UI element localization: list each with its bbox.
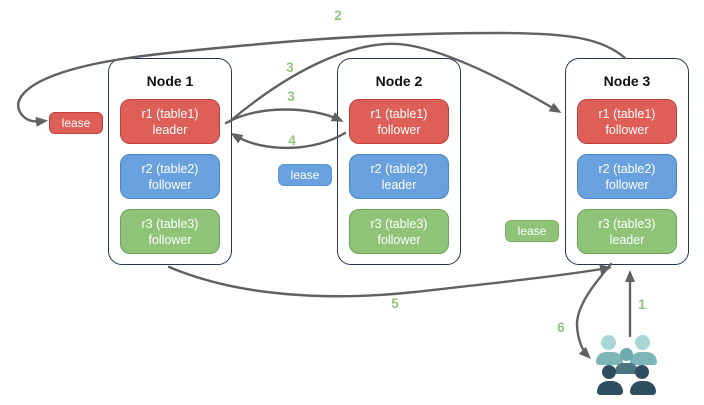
replica-role: leader — [609, 232, 645, 247]
replica-name: r2 (table2) — [141, 161, 199, 176]
node-2-box: Node 2 r1 (table1) follower r2 (table2) … — [337, 58, 461, 265]
node-3-box: Node 3 r1 (table1) follower r2 (table2) … — [565, 58, 689, 265]
replica-name: r1 (table1) — [370, 106, 428, 121]
step-label-1: 1 — [638, 297, 646, 312]
node-1-replica-r1: r1 (table1) leader — [120, 99, 220, 144]
user-head — [620, 348, 633, 361]
replica-role: leader — [381, 177, 417, 192]
replica-role: follower — [148, 232, 192, 247]
step-label-3-long: 3 — [286, 60, 294, 75]
replica-role: follower — [148, 177, 192, 192]
replica-role: follower — [377, 122, 421, 137]
node-3-replica-r2: r2 (table2) follower — [577, 154, 677, 199]
replica-name: r1 (table1) — [598, 106, 656, 121]
node-2-title: Node 2 — [375, 73, 423, 89]
lease-badge-range2: lease — [278, 164, 332, 186]
node-1-replica-r3: r3 (table3) follower — [120, 209, 220, 254]
node-2-replica-r1: r1 (table1) follower — [349, 99, 449, 144]
replica-name: r3 (table3) — [598, 216, 656, 231]
replica-name: r3 (table3) — [141, 216, 199, 231]
replica-role: leader — [152, 122, 188, 137]
node-2-replica-r2: r2 (table2) leader — [349, 154, 449, 199]
user-head — [602, 365, 616, 379]
step-label-4: 4 — [288, 133, 296, 148]
user-head — [601, 335, 616, 350]
replica-name: r2 (table2) — [598, 161, 656, 176]
step-label-2: 2 — [334, 8, 342, 23]
replica-role: follower — [605, 177, 649, 192]
node-1-title: Node 1 — [146, 73, 194, 89]
user-head — [635, 335, 650, 350]
users-group-icon — [593, 333, 673, 399]
replica-name: r1 (table1) — [141, 106, 199, 121]
step-label-5: 5 — [391, 296, 399, 311]
node-3-title: Node 3 — [603, 73, 651, 89]
replica-name: r2 (table2) — [370, 161, 428, 176]
replica-name: r3 (table3) — [370, 216, 428, 231]
arrow-step-3-leader-to-node2-follower — [224, 108, 344, 125]
step-label-3-short: 3 — [287, 89, 295, 104]
lease-badge-range3: lease — [505, 220, 559, 242]
user-body — [630, 381, 656, 395]
arrow-step-5-node1-to-node3 — [167, 264, 612, 298]
step-label-6: 6 — [557, 320, 565, 335]
node-1-replica-r2: r2 (table2) follower — [120, 154, 220, 199]
replica-role: follower — [377, 232, 421, 247]
user-body — [615, 363, 638, 374]
lease-badge-range1: lease — [49, 112, 103, 134]
user-body — [597, 381, 623, 395]
replica-role: follower — [605, 122, 649, 137]
user-body — [630, 352, 657, 365]
node-2-replica-r3: r3 (table3) follower — [349, 209, 449, 254]
node-3-replica-r3: r3 (table3) leader — [577, 209, 677, 254]
node-3-replica-r1: r1 (table1) follower — [577, 99, 677, 144]
node-1-box: Node 1 r1 (table1) leader r2 (table2) fo… — [108, 58, 232, 265]
user-head — [635, 365, 649, 379]
